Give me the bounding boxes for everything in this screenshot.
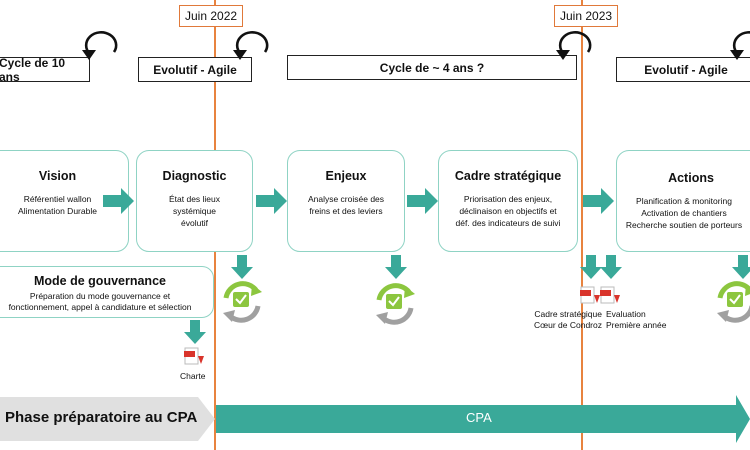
- loop-arrow-icon: [730, 31, 750, 60]
- milestone-line-2023: [581, 0, 583, 450]
- cycle-box-10-years: Cycle de 10 ans: [0, 56, 90, 84]
- milestone-label-2023: Juin 2023: [554, 5, 619, 27]
- pdf-icon: [184, 347, 204, 365]
- card-actions: Actions Planification & monitoring Activ…: [616, 150, 750, 252]
- card-text: Priorisation des enjeux, déclinaison en …: [455, 194, 561, 228]
- arrow-right-icon: [256, 188, 287, 214]
- arrow-down-icon: [231, 255, 253, 279]
- loop-arrow-icon: [82, 31, 118, 60]
- card-text: État des lieux systémique évolutif: [168, 194, 221, 228]
- milestone-label-2022: Juin 2022: [179, 5, 244, 27]
- cycle-check-icon: [717, 281, 750, 323]
- loop-arrow-icon: [556, 31, 592, 60]
- document-label-charte: Charte: [180, 371, 206, 381]
- card-text: Analyse croisée des freins et des levier…: [307, 194, 385, 216]
- card-diagnostic: Diagnostic État des lieux systémique évo…: [136, 150, 253, 252]
- card-title: Mode de gouvernance: [34, 274, 166, 288]
- card-enjeux: Enjeux Analyse croisée des freins et des…: [287, 150, 405, 252]
- loop-arrow-icon: [233, 31, 269, 60]
- arrow-right-icon: [407, 188, 438, 214]
- document-label-evaluation: Evaluation Première année: [606, 309, 667, 330]
- card-text: Planification & monitoring Activation de…: [625, 196, 743, 230]
- document-label-cadre: Cadre stratégique Cœur de Condroz: [533, 309, 602, 330]
- phase-label-preparatory: Phase préparatoire au CPA: [5, 409, 198, 426]
- card-gouvernance: Mode de gouvernance Préparation du mode …: [0, 266, 214, 318]
- cycle-check-icon: [376, 283, 415, 325]
- arrow-down-icon: [732, 255, 750, 279]
- arrow-down-icon: [600, 255, 622, 279]
- phase-arrow-preparatory: [0, 397, 215, 441]
- cycle-box-agile-1: Evolutif - Agile: [138, 57, 252, 82]
- arrow-down-icon: [580, 255, 602, 279]
- phase-arrow-cpa: [216, 395, 750, 443]
- card-title: Vision: [38, 169, 77, 183]
- arrow-right-icon: [583, 188, 614, 214]
- card-title: Enjeux: [325, 169, 367, 183]
- arrow-down-icon: [184, 320, 206, 344]
- cycle-box-agile-2: Evolutif - Agile: [616, 57, 750, 82]
- cycle-box-4-years: Cycle de ~ 4 ans ?: [287, 55, 577, 80]
- card-text: Préparation du mode gouvernance et fonct…: [8, 291, 192, 312]
- card-cadre-strategique: Cadre stratégique Priorisation des enjeu…: [438, 150, 578, 252]
- phase-label-cpa: CPA: [466, 410, 492, 425]
- card-title: Actions: [668, 171, 714, 185]
- card-title: Diagnostic: [162, 169, 227, 183]
- arrow-down-icon: [385, 255, 407, 279]
- pdf-icon: [600, 286, 620, 304]
- pdf-icon: [580, 286, 600, 304]
- arrow-right-icon: [103, 188, 134, 214]
- card-title: Cadre stratégique: [454, 169, 562, 183]
- card-text: Référentiel wallon Alimentation Durable: [18, 194, 97, 216]
- cycle-check-icon: [223, 281, 262, 323]
